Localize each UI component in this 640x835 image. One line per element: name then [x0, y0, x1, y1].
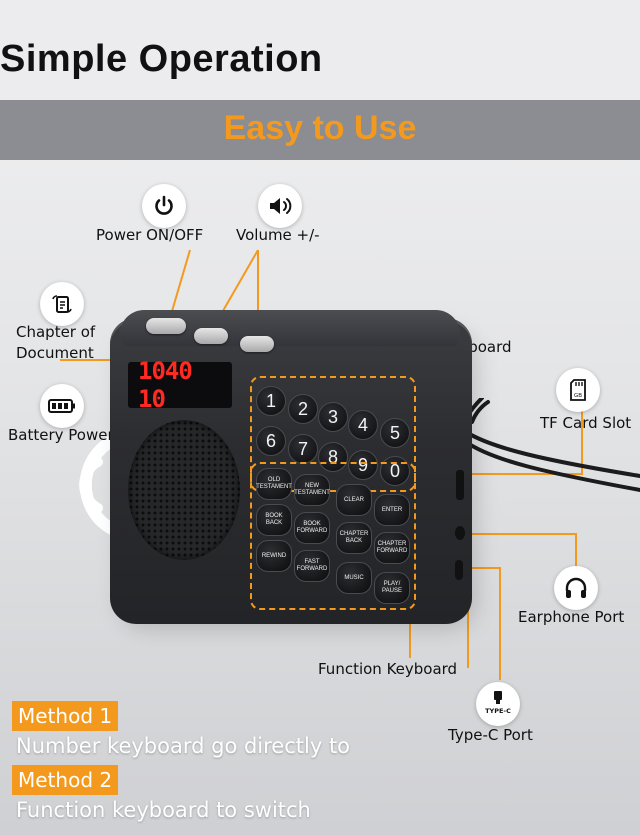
speaker-grille	[128, 420, 240, 560]
chapter-label: Chapter of Document	[16, 323, 96, 362]
volume-up-button[interactable]	[240, 336, 274, 352]
earphone-label: Earphone Port	[518, 608, 625, 626]
clear-key[interactable]: CLEAR	[336, 484, 372, 516]
tf-card-label: TF Card Slot	[540, 414, 632, 432]
speaker-volume-icon	[258, 184, 302, 228]
page-subtitle: Easy to Use	[223, 109, 417, 147]
display-readout: 1040 10	[138, 357, 193, 413]
sd-card-text: GB	[574, 393, 582, 399]
enter-key[interactable]: ENTER	[374, 494, 410, 526]
headphones-icon	[554, 566, 598, 610]
typec-label: Type-C Port	[448, 726, 533, 744]
chapter-forward-key[interactable]: CHAPTER FORWARD	[374, 532, 410, 564]
sound-wave-icon	[79, 434, 120, 536]
volume-label: Volume +/-	[236, 226, 320, 244]
fast-forward-key[interactable]: FAST FORWARD	[294, 550, 330, 582]
number-key-2[interactable]: 2	[288, 394, 318, 424]
number-key-7[interactable]: 7	[288, 434, 318, 464]
document-sync-icon	[40, 282, 84, 326]
subtitle-band	[0, 100, 640, 160]
number-key-1[interactable]: 1	[256, 386, 286, 416]
volume-down-button[interactable]	[194, 328, 228, 344]
play-pause-key[interactable]: PLAY/ PAUSE	[374, 572, 410, 604]
power-icon	[142, 184, 186, 228]
battery-icon	[40, 384, 84, 428]
power-button[interactable]	[146, 318, 186, 334]
power-label: Power ON/OFF	[96, 226, 204, 244]
typec-port[interactable]	[455, 560, 463, 580]
number-key-0[interactable]: 0	[380, 456, 410, 486]
usb-c-text: TYPE-C	[485, 707, 511, 715]
book-back-key[interactable]: BOOK BACK	[256, 504, 292, 536]
number-keyboard-outline	[250, 376, 416, 492]
function-keyboard-outline	[250, 462, 416, 610]
music-key[interactable]: MUSIC	[336, 562, 372, 594]
rewind-key[interactable]: REWIND	[256, 540, 292, 572]
number-key-5[interactable]: 5	[380, 418, 410, 448]
page-title: Simple Operation	[0, 38, 323, 80]
header-band	[0, 0, 640, 100]
old-testament-key[interactable]: OLD TESTAMENT	[256, 468, 292, 500]
led-display: 1040 10	[128, 357, 232, 413]
number-key-9[interactable]: 9	[348, 450, 378, 480]
book-forward-key[interactable]: BOOK FORWARD	[294, 512, 330, 544]
method-2-tag: Method 2	[12, 765, 119, 795]
earphone-port[interactable]	[455, 526, 465, 540]
lanyard-cord	[464, 398, 640, 492]
chapter-back-key[interactable]: CHAPTER BACK	[336, 522, 372, 554]
method-1-text: Number keyboard go directly to	[16, 734, 351, 758]
battery-label: Battery Power	[8, 426, 114, 444]
number-key-8[interactable]: 8	[318, 442, 348, 472]
method-1-tag: Method 1	[12, 701, 119, 731]
tf-card-slot[interactable]	[456, 470, 464, 500]
function-keyboard-label: Function Keyboard	[318, 660, 458, 678]
number-key-4[interactable]: 4	[348, 410, 378, 440]
number-key-6[interactable]: 6	[256, 426, 286, 456]
new-testament-key[interactable]: NEW TESTAMENT	[294, 474, 330, 506]
usb-c-icon: TYPE-C	[476, 682, 520, 726]
number-key-3[interactable]: 3	[318, 402, 348, 432]
method-2-text: Function keyboard to switch	[16, 798, 311, 822]
sd-card-icon: GB	[556, 368, 600, 412]
